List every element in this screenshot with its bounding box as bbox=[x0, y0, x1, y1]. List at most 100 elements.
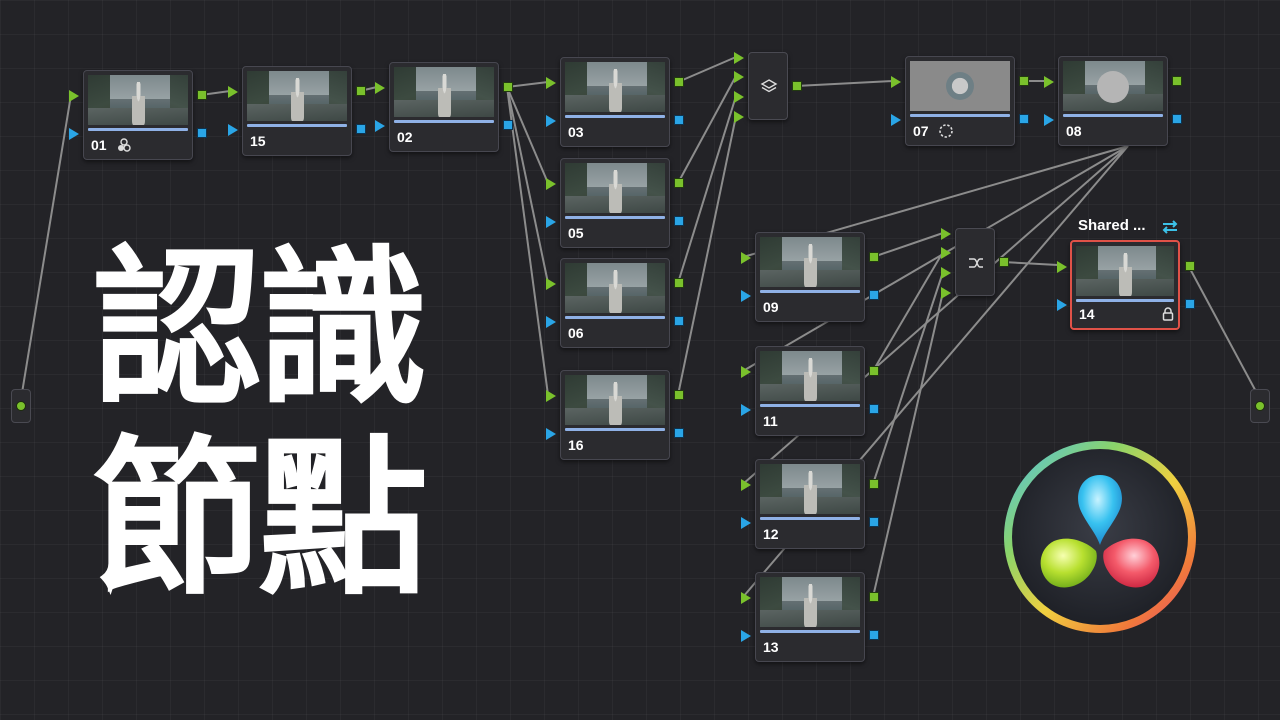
key-input-pin[interactable] bbox=[228, 124, 238, 136]
mixer-input-pin-1[interactable] bbox=[941, 228, 951, 240]
title-line-1: 認識 bbox=[92, 231, 428, 429]
key-output-pin[interactable] bbox=[869, 404, 879, 414]
rgb-output-pin[interactable] bbox=[1185, 261, 1195, 271]
node-09[interactable]: 09 bbox=[741, 232, 879, 322]
key-output-pin[interactable] bbox=[674, 216, 684, 226]
key-input-pin[interactable] bbox=[741, 404, 751, 416]
parallel-mixer[interactable] bbox=[941, 228, 1009, 299]
key-input-pin[interactable] bbox=[891, 114, 901, 126]
node-08[interactable]: 08 bbox=[1044, 56, 1182, 146]
swap-arrows-icon[interactable] bbox=[1160, 219, 1180, 235]
rgb-output-pin[interactable] bbox=[356, 86, 366, 96]
key-output-pin[interactable] bbox=[869, 517, 879, 527]
rgb-output-pin[interactable] bbox=[869, 366, 879, 376]
layer-mixer[interactable] bbox=[734, 52, 802, 123]
rgb-output-pin[interactable] bbox=[503, 82, 513, 92]
node-03[interactable]: 03 bbox=[546, 57, 684, 147]
rgb-input-pin[interactable] bbox=[741, 252, 751, 264]
mixer-input-pin-2[interactable] bbox=[941, 247, 951, 259]
key-output-pin[interactable] bbox=[1185, 299, 1195, 309]
node-thumbnail bbox=[760, 577, 860, 627]
node-06[interactable]: 06 bbox=[546, 258, 684, 348]
node-progress-bar bbox=[565, 216, 665, 219]
key-input-pin[interactable] bbox=[1057, 299, 1067, 311]
node-progress-bar bbox=[760, 630, 860, 633]
connection-wire bbox=[872, 291, 944, 598]
key-input-pin[interactable] bbox=[375, 120, 385, 132]
mixer-input-pin-3[interactable] bbox=[734, 91, 744, 103]
rgb-output-pin[interactable] bbox=[1172, 76, 1182, 86]
key-output-pin[interactable] bbox=[1172, 114, 1182, 124]
rgb-input-pin[interactable] bbox=[546, 77, 556, 89]
final-output[interactable] bbox=[1250, 389, 1270, 423]
rgb-output-pin[interactable] bbox=[674, 390, 684, 400]
rgb-output-pin[interactable] bbox=[1019, 76, 1029, 86]
node-thumbnail bbox=[247, 71, 347, 121]
rgb-output-pin[interactable] bbox=[869, 592, 879, 602]
rgb-output-pin[interactable] bbox=[674, 77, 684, 87]
node-13[interactable]: 13 bbox=[741, 572, 879, 662]
key-output-pin[interactable] bbox=[674, 316, 684, 326]
mixer-input-pin-4[interactable] bbox=[734, 111, 744, 123]
node-12[interactable]: 12 bbox=[741, 459, 879, 549]
rgb-input-pin[interactable] bbox=[69, 90, 79, 102]
rgb-input-pin[interactable] bbox=[1057, 261, 1067, 273]
mixer-input-pin-3[interactable] bbox=[941, 267, 951, 279]
node-01[interactable]: 01 bbox=[69, 70, 207, 160]
node-07[interactable]: 07 bbox=[891, 56, 1029, 146]
rgb-input-pin[interactable] bbox=[741, 479, 751, 491]
key-input-pin[interactable] bbox=[1044, 114, 1054, 126]
node-02[interactable]: 02 bbox=[375, 62, 513, 152]
node-14[interactable]: 14 bbox=[1057, 240, 1195, 330]
rgb-input-pin[interactable] bbox=[228, 86, 238, 98]
rgb-input-pin[interactable] bbox=[891, 76, 901, 88]
rgb-input-pin[interactable] bbox=[546, 278, 556, 290]
rgb-input-pin[interactable] bbox=[546, 390, 556, 402]
rgb-input-pin[interactable] bbox=[546, 178, 556, 190]
key-output-pin[interactable] bbox=[869, 630, 879, 640]
key-output-pin[interactable] bbox=[674, 115, 684, 125]
rgb-output-pin[interactable] bbox=[674, 278, 684, 288]
rgb-input-pin[interactable] bbox=[1044, 76, 1054, 88]
node-15[interactable]: 15 bbox=[228, 66, 366, 156]
key-output-pin[interactable] bbox=[674, 428, 684, 438]
key-input-pin[interactable] bbox=[546, 115, 556, 127]
key-input-pin[interactable] bbox=[741, 290, 751, 302]
key-output-pin[interactable] bbox=[503, 120, 513, 130]
key-output-pin[interactable] bbox=[356, 124, 366, 134]
rgb-input-pin[interactable] bbox=[375, 82, 385, 94]
key-output-pin[interactable] bbox=[869, 290, 879, 300]
key-input-pin[interactable] bbox=[741, 630, 751, 642]
node-11[interactable]: 11 bbox=[741, 346, 879, 436]
key-output-pin[interactable] bbox=[1019, 114, 1029, 124]
mixer-output-pin[interactable] bbox=[999, 257, 1009, 267]
node-progress-bar bbox=[910, 114, 1010, 117]
key-input-pin[interactable] bbox=[546, 216, 556, 228]
mixer-input-pin-4[interactable] bbox=[941, 287, 951, 299]
rgb-input-pin[interactable] bbox=[741, 366, 751, 378]
rgb-output-pin[interactable] bbox=[197, 90, 207, 100]
key-input-pin[interactable] bbox=[741, 517, 751, 529]
rgb-output-pin[interactable] bbox=[869, 479, 879, 489]
rgb-output-pin[interactable] bbox=[869, 252, 879, 262]
key-input-pin[interactable] bbox=[546, 428, 556, 440]
connection-wire bbox=[872, 232, 944, 258]
node-05[interactable]: 05 bbox=[546, 158, 684, 248]
source-input[interactable] bbox=[11, 389, 31, 423]
key-input-pin[interactable] bbox=[69, 128, 79, 140]
connection-wire bbox=[677, 95, 737, 284]
connection-wire bbox=[506, 81, 549, 88]
node-16[interactable]: 16 bbox=[546, 370, 684, 460]
node-progress-bar bbox=[565, 428, 665, 431]
mixer-input-pin-2[interactable] bbox=[734, 71, 744, 83]
endpoint-dot-icon bbox=[1255, 401, 1265, 411]
key-input-pin[interactable] bbox=[546, 316, 556, 328]
key-output-pin[interactable] bbox=[197, 128, 207, 138]
mixer-output-pin[interactable] bbox=[792, 81, 802, 91]
mixer-input-pin-1[interactable] bbox=[734, 52, 744, 64]
rgb-input-pin[interactable] bbox=[741, 592, 751, 604]
node-progress-bar bbox=[394, 120, 494, 123]
node-label: 02 bbox=[397, 129, 413, 145]
rgb-output-pin[interactable] bbox=[674, 178, 684, 188]
